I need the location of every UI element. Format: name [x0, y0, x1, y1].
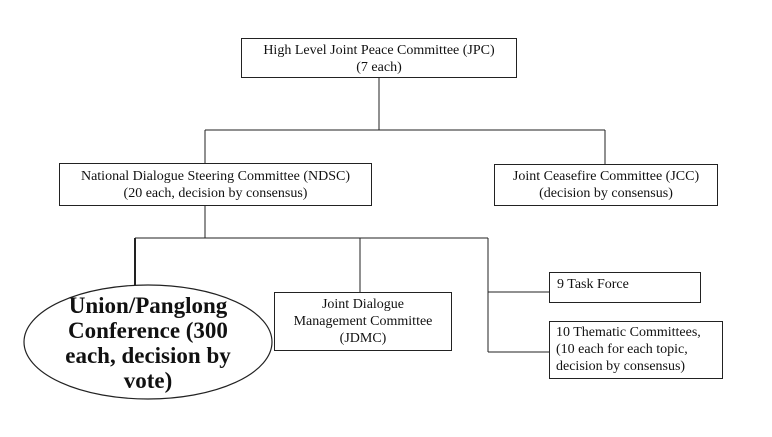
jcc-title: Joint Ceasefire Committee (JCC) [512, 169, 700, 184]
jpc-title: High Level Joint Peace Committee (JPC) [263, 43, 495, 58]
ndsc-title: National Dialogue Steering Committee (ND… [80, 169, 351, 184]
jpc-members: (7 each) [356, 60, 402, 75]
union-conference-label: Union/Panglong Conference (300 each, dec… [22, 293, 274, 393]
task-force-box: 9 Task Force [549, 272, 701, 303]
task-force-label: 9 Task Force [557, 277, 629, 292]
union-line-2: Conference (300 [68, 318, 228, 343]
jdmc-line-3: (JDMC) [339, 331, 387, 346]
thematic-line-2: (10 each for each topic, [556, 342, 688, 357]
ndsc-details: (20 each, decision by consensus) [123, 186, 308, 201]
union-conference-node: Union/Panglong Conference (300 each, dec… [22, 283, 274, 401]
union-line-1: Union/Panglong [68, 293, 228, 318]
jdmc-line-2: Management Committee [293, 314, 433, 329]
jcc-details: (decision by consensus) [539, 186, 673, 201]
thematic-line-1: 10 Thematic Committees, [556, 325, 701, 340]
jcc-box: Joint Ceasefire Committee (JCC) (decisio… [494, 164, 718, 206]
thematic-line-3: decision by consensus) [556, 359, 686, 374]
jpc-box: High Level Joint Peace Committee (JPC) (… [241, 38, 517, 78]
ndsc-box: National Dialogue Steering Committee (ND… [59, 163, 372, 206]
jdmc-box: Joint Dialogue Management Committee (JDM… [274, 292, 452, 351]
union-ellipse-shape [23, 284, 273, 400]
jdmc-line-1: Joint Dialogue [321, 297, 405, 312]
union-line-3: each, decision by [65, 343, 231, 368]
thematic-committees-box: 10 Thematic Committees, (10 each for eac… [549, 321, 723, 379]
union-line-4: vote) [123, 368, 173, 393]
